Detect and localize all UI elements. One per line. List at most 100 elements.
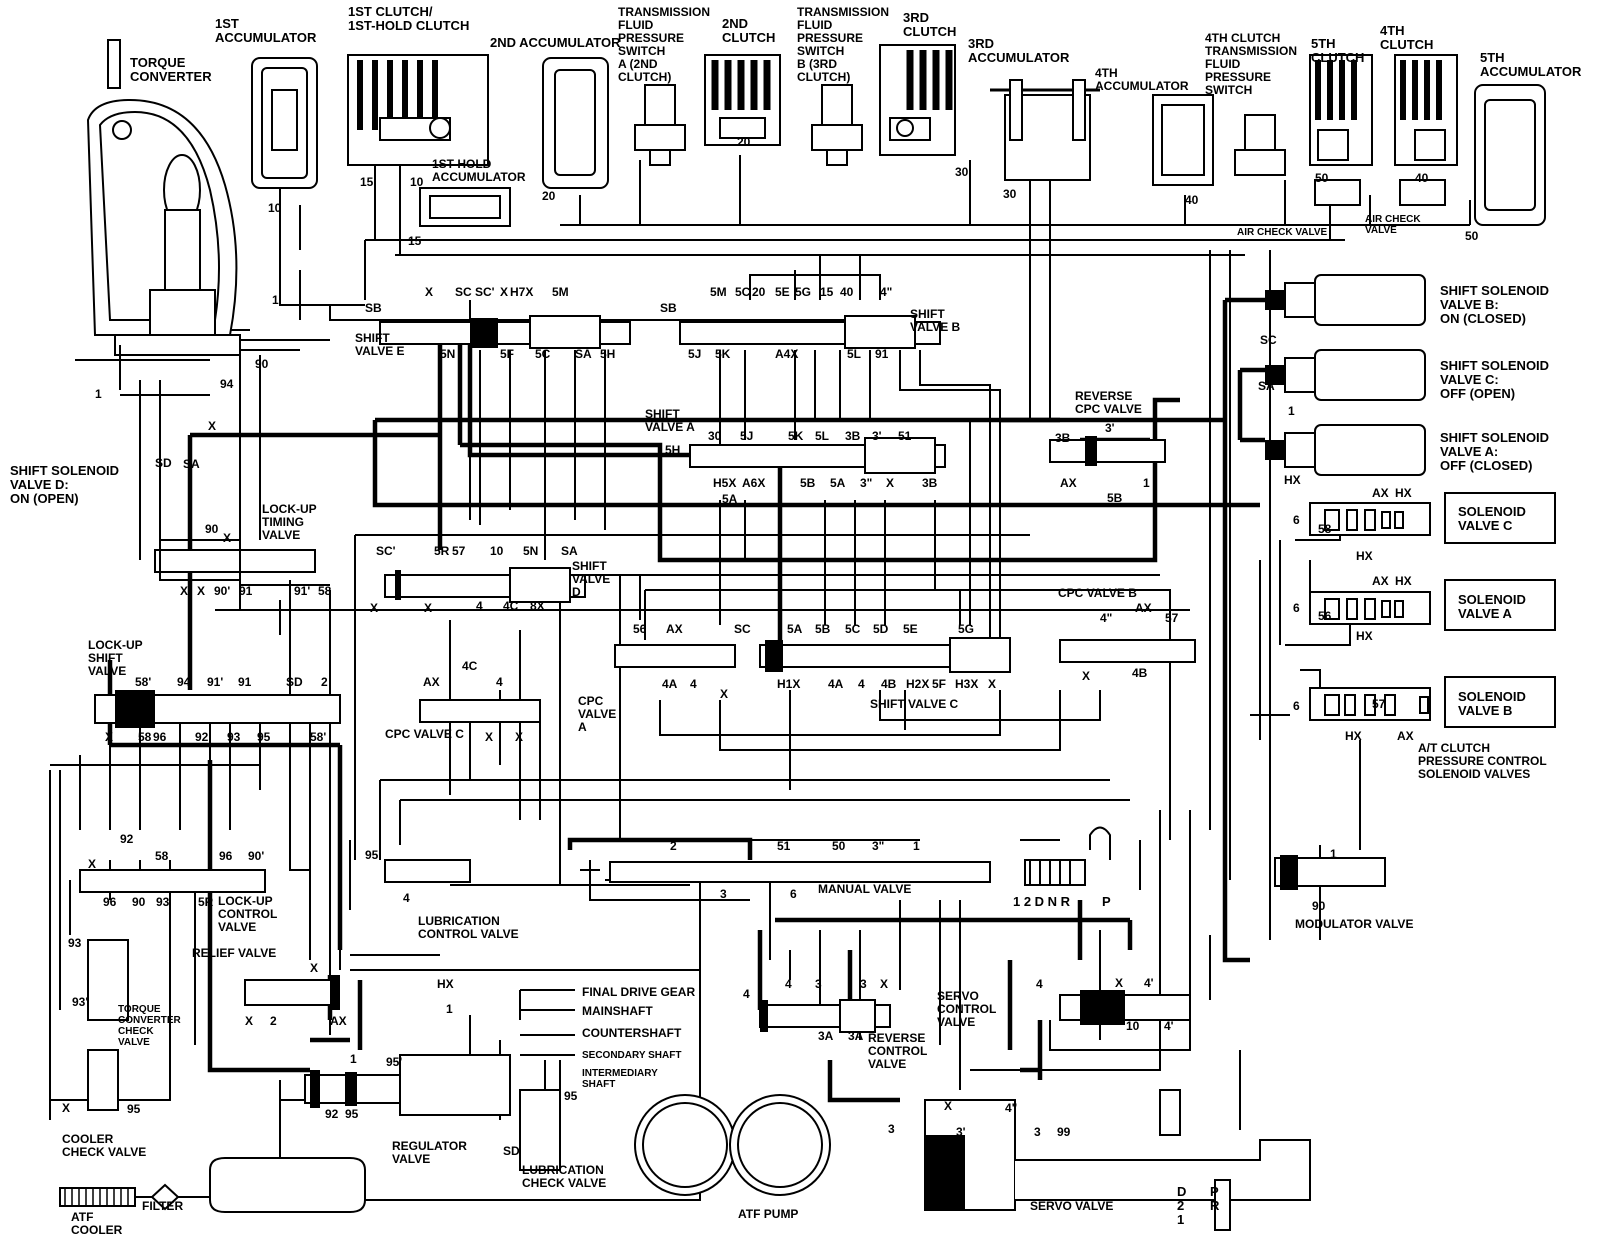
port-label: 95 [345,1107,359,1121]
port-label: X [500,285,508,299]
tfp-switch-a-body [634,84,686,166]
port-label: 5B [800,476,816,490]
port-label: 1 [1288,404,1295,418]
port-label: H7X [510,285,533,299]
port-label: 90' [248,849,264,863]
port-label: 40 [1415,171,1429,185]
port-label: 5N [440,347,455,361]
port-label: 5E [775,285,790,299]
port-label: HX [437,977,454,991]
port-label: 5A [722,492,738,506]
port-label: 95' [386,1055,402,1069]
port-label: AX [1372,486,1389,500]
port-label: X [180,584,188,598]
port-label: 6 [1293,601,1300,615]
port-label: A4X [775,347,798,361]
port-label: 56 [633,622,647,636]
port-label: 20 [542,189,556,203]
port-label: SD [155,456,172,470]
cpc-valve-b-label: CPC VALVE B [1058,586,1137,600]
port-label: 30 [708,429,722,443]
air-check-valves-body [1314,179,1446,206]
second-accumulator-label: 2ND ACCUMULATOR [490,35,621,50]
port-label: 90' [214,584,230,598]
port-label: 1 [446,1002,453,1016]
port-label: 5B [1107,491,1123,505]
port-label: X [197,584,205,598]
modulator-valve-label: MODULATOR VALVE [1295,917,1413,931]
torque-converter [75,39,241,390]
lockup-shift-valve-body [94,690,341,728]
manual-valve-body [609,826,1111,886]
pc-solenoid-b-body [1309,676,1556,728]
port-label: 94 [220,377,234,391]
port-label: 57 [1165,611,1179,625]
port-label: 3B [1055,431,1071,445]
port-label: 40 [1185,193,1199,207]
port-label: 51 [898,429,912,443]
port-label: 1 [1330,847,1337,861]
port-label: 1 [1143,476,1150,490]
port-label: 5A [830,476,846,490]
port-label: 3' [956,1125,966,1139]
port-label: 5R [434,544,450,558]
port-label: 5L [847,347,861,361]
port-label: AX [1135,601,1152,615]
port-label: 96 [103,895,117,909]
port-label: SB [660,301,677,315]
port-label: 99 [1057,1125,1071,1139]
port-label: 1 [272,293,279,307]
port-label: 91 [238,675,252,689]
port-label: 58' [135,675,151,689]
port-label: X [105,730,113,744]
manual-valve-label: MANUAL VALVE [818,882,911,896]
servo-valve-label: SERVO VALVE [1030,1199,1113,1213]
port-label: 5E [903,622,918,636]
fourth-clutch-tfp-switch-body [1234,114,1286,176]
port-label: 90 [255,357,269,371]
port-label: SD [503,1144,520,1158]
fifth-clutch-body [1309,54,1373,166]
lockup-control-valve-body [79,869,266,893]
lubrication-check-valve-body [519,1089,561,1171]
port-label: SD [286,675,303,689]
port-label: 4' [1144,976,1154,990]
pc-solenoid-c-body [1309,492,1556,544]
port-label: AX [1372,574,1389,588]
port-label: 5M [710,285,727,299]
port-label: 4B [1132,666,1148,680]
port-label: 3 [888,1122,895,1136]
port-label: AX [666,622,683,636]
port-label: X [1115,976,1123,990]
pc-solenoid-a-body [1309,579,1556,631]
port-label: 30 [1003,187,1017,201]
port-label: SC [455,285,472,299]
park-label: P [1102,894,1111,909]
tc-check-valve-body [87,939,129,1111]
port-label: 5J [740,429,753,443]
port-label: HX [1395,574,1412,588]
port-label: X [1082,669,1090,683]
port-label: 5A [787,622,803,636]
port-label: 4 [785,977,792,991]
port-label: SC [1260,333,1277,347]
port-label: 92 [120,832,134,846]
final-drive-gear-label: FINAL DRIVE GEAR [582,985,695,999]
port-label: 4 [858,677,865,691]
port-label: 90 [1312,899,1326,913]
port-label: 1 [95,387,102,401]
